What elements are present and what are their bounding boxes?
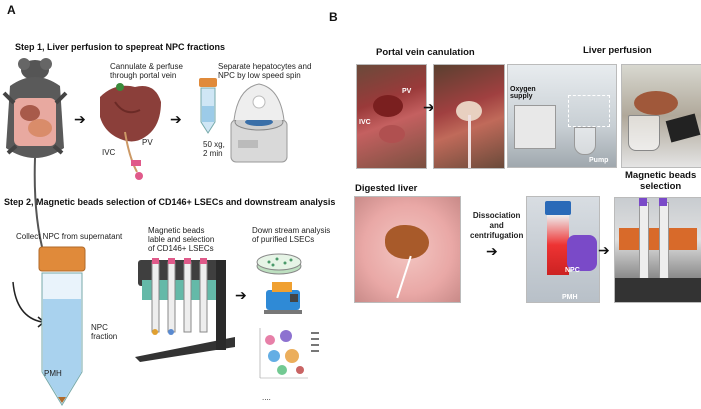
pmh-label: PMH	[44, 369, 62, 378]
ivc-label: IVC	[102, 148, 116, 157]
oxygen-label: Oxygen supply	[510, 86, 536, 100]
flow-cytometer-icon	[264, 282, 302, 314]
photo-centrifuged-tube	[526, 196, 600, 303]
photo-pv-label: PV	[402, 88, 412, 95]
arrow-icon: ➔	[170, 111, 182, 127]
step1-title: Step 1, Liver perfusion to spepreat NPC …	[15, 42, 226, 52]
large-tube-icon	[38, 246, 86, 406]
centrifuge-icon	[230, 83, 288, 163]
mouse-illustration	[2, 58, 68, 259]
arrow-icon: ➔	[486, 243, 498, 259]
conical-tube-icon	[199, 78, 217, 134]
portal-vein-title: Portal vein canulation	[376, 47, 475, 58]
photo-portal-vein-1	[356, 64, 427, 169]
petri-dish-icon	[256, 253, 302, 275]
pump-label: Pump	[589, 157, 609, 164]
photo-perfusion-setup	[507, 64, 617, 168]
separate-label: Separate hepatocytes and NPC by low spee…	[218, 62, 312, 80]
dissociation-label: Dissociation and centrifugation	[470, 211, 524, 240]
npc-label: NPC	[565, 267, 580, 274]
magnetic-beads-title: Magnetic beads selection	[625, 170, 697, 192]
arrow-icon: ➔	[598, 242, 610, 258]
liver-perfusion-title: Liver perfusion	[583, 45, 652, 56]
arrow-icon: ➔	[74, 111, 86, 127]
cannulate-label: Cannulate & perfuse through portal vein	[110, 62, 183, 80]
panel-a-letter: A	[7, 3, 16, 17]
photo-perfusion-closeup	[621, 64, 701, 168]
liver-illustration	[100, 83, 161, 180]
magnetic-beads-label: Magnetic beads lable and selection of CD…	[148, 226, 215, 253]
photo-portal-vein-2	[433, 64, 505, 169]
photo-magnetic-rack	[614, 197, 701, 303]
pv-label: PV	[142, 138, 153, 147]
digested-liver-title: Digested liver	[355, 183, 418, 194]
npc-fraction-label: NPC fraction	[91, 323, 118, 341]
collect-label: Collect NPC from supernatant	[16, 232, 123, 241]
magnetic-rack-illustration	[135, 258, 235, 362]
arrow-icon: ➔	[423, 99, 435, 115]
step2-title: Step 2, Magnetic beads selection of CD14…	[4, 197, 336, 207]
arrow-icon: ➔	[235, 287, 247, 303]
spin-label: 50 xg, 2 min	[203, 140, 225, 158]
ellipsis-label: ....	[262, 393, 271, 402]
downstream-label: Down stream analysis of purified LSECs	[252, 226, 331, 244]
photo-digested-liver	[354, 196, 461, 303]
panel-b-letter: B	[329, 10, 338, 24]
photo-ivc-label: IVC	[359, 119, 371, 126]
tsne-plot-icon	[259, 328, 319, 379]
photo-pmh-label: PMH	[562, 294, 578, 301]
